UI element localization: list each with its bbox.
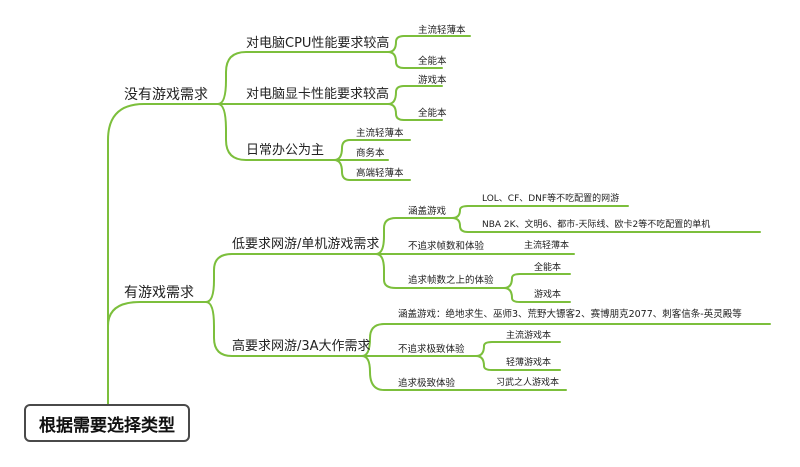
leaf-cpu-mainstream-thin[interactable]: 主流轻薄本 <box>418 25 466 36</box>
connector-low-covered <box>375 217 453 255</box>
connector-high-covered <box>361 323 771 357</box>
connector-game-high <box>205 301 363 357</box>
leaf-office-premium-thin[interactable]: 高端轻薄本 <box>356 168 404 179</box>
connector-game-low <box>205 253 377 303</box>
connector-office-items <box>333 139 411 181</box>
leaf-thin-gaming[interactable]: 轻薄游戏本 <box>506 358 552 368</box>
node-low-covered-games[interactable]: 涵盖游戏 <box>408 206 447 217</box>
leaf-cpu-allround[interactable]: 全能本 <box>418 56 447 67</box>
leaf-office-mainstream-thin[interactable]: 主流轻薄本 <box>356 128 404 139</box>
node-office[interactable]: 日常办公为主 <box>246 143 325 158</box>
connector-high-ultimate <box>361 355 475 391</box>
root-node[interactable]: 根据需要选择类型 <box>24 404 190 442</box>
node-high-covered-games[interactable]: 涵盖游戏：绝地求生、巫师3、荒野大镖客2、赛博朋克2077、刺客信条-英灵殿等 <box>398 309 742 320</box>
leaf-hardcore-gaming[interactable]: 习武之人游戏本 <box>496 378 560 388</box>
node-low-demand[interactable]: 低要求网游/单机游戏需求 <box>232 237 380 252</box>
node-cpu-demand[interactable]: 对电脑CPU性能要求较高 <box>246 36 390 51</box>
node-game[interactable]: 有游戏需求 <box>124 285 194 301</box>
connector-low-fps <box>375 253 505 289</box>
leaf-gpu-gaming[interactable]: 游戏本 <box>418 75 447 86</box>
connector-fps-items <box>503 273 571 303</box>
connector-no-ultimate-items <box>475 341 561 371</box>
connector-covered-items <box>451 205 761 233</box>
node-no-ultimate[interactable]: 不追求极致体验 <box>398 344 465 355</box>
node-no-game[interactable]: 没有游戏需求 <box>124 87 208 103</box>
connector-root-no-game <box>107 103 219 405</box>
leaf-fps-gaming[interactable]: 游戏本 <box>534 290 562 300</box>
connector-no-game-cpu <box>217 51 389 105</box>
leaf-fps-allround[interactable]: 全能本 <box>534 263 562 273</box>
node-ultimate[interactable]: 追求极致体验 <box>398 378 456 389</box>
node-gpu-demand[interactable]: 对电脑显卡性能要求较高 <box>246 87 390 102</box>
connector-gpu-items <box>387 85 443 121</box>
node-fps-pursuit[interactable]: 追求帧数之上的体验 <box>408 275 494 286</box>
connector-no-game-office <box>217 103 335 161</box>
leaf-single-player-games[interactable]: NBA 2K、文明6、都市-天际线、欧卡2等不吃配置的单机 <box>482 220 711 230</box>
node-no-fps-pursuit[interactable]: 不追求帧数和体验 <box>408 241 485 252</box>
leaf-mainstream-gaming[interactable]: 主流游戏本 <box>506 331 552 341</box>
node-high-demand[interactable]: 高要求网游/3A大作需求 <box>232 339 371 354</box>
connector-root-game <box>107 301 207 405</box>
leaf-gpu-allround[interactable]: 全能本 <box>418 108 447 119</box>
leaf-online-games[interactable]: LOL、CF、DNF等不吃配置的网游 <box>482 194 620 204</box>
leaf-office-business[interactable]: 商务本 <box>356 148 385 159</box>
leaf-no-fps-mainstream-thin[interactable]: 主流轻薄本 <box>524 241 570 251</box>
connector-cpu-items <box>387 35 471 69</box>
